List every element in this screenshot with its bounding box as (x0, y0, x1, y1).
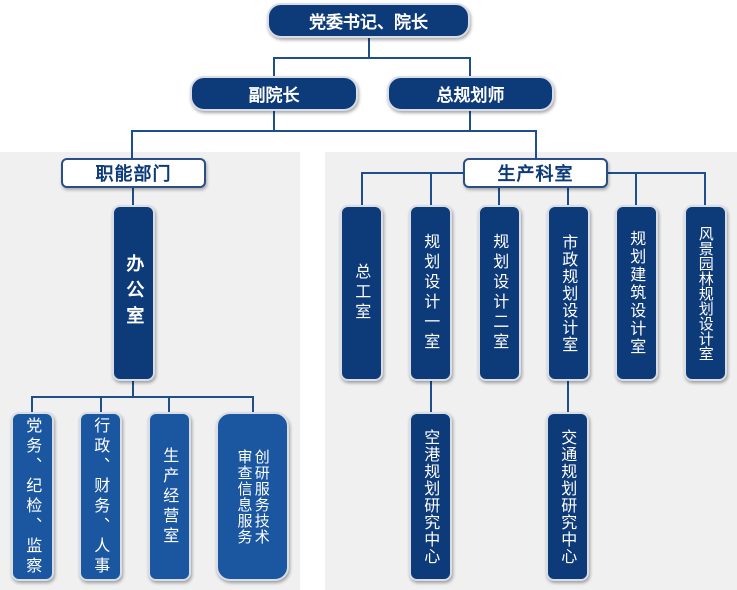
production-operations-box: 生产经营室 (148, 412, 191, 581)
unit-label: 风景园林规划设计室 (696, 225, 715, 361)
unit-label: 总工室 (352, 263, 372, 323)
connector (168, 396, 170, 412)
unit-label: 规划建筑设计室 (627, 230, 647, 356)
unit-label: 市政规划设计室 (559, 233, 579, 353)
connector (273, 57, 275, 76)
connector (131, 130, 133, 158)
connector (430, 380, 432, 412)
connector (273, 57, 471, 59)
connector (31, 396, 253, 398)
connector (535, 130, 537, 158)
unit-label: 规划设计一室 (421, 233, 441, 353)
landscape-design-box: 风景园林规划设计室 (684, 205, 727, 381)
planning-design-1-box: 规划设计一室 (409, 205, 452, 381)
unit-label: 创研服务技术审查信息服务 (235, 448, 271, 545)
connector (567, 380, 569, 412)
unit-label: 规划设计二室 (490, 233, 510, 353)
connector (635, 172, 637, 205)
airport-planning-center-box: 空港规划研究中心 (409, 412, 452, 581)
chief-engineer-office-box: 总工室 (340, 205, 383, 381)
chief-planner-box: 总规划师 (387, 76, 554, 111)
office-box: 办公室 (112, 205, 155, 381)
connector (368, 37, 370, 57)
production-departments-header: 生产科室 (463, 158, 608, 188)
research-services-box: 创研服务技术审查信息服务 (216, 412, 289, 581)
functional-departments-header: 职能部门 (61, 158, 206, 188)
connector (273, 110, 275, 130)
connector (252, 396, 254, 412)
connector (131, 130, 537, 132)
vice-president-box: 副院长 (190, 76, 358, 111)
connector (31, 396, 33, 412)
connector (132, 380, 134, 397)
connector (567, 187, 569, 205)
party-secretary-president-box: 党委书记、院长 (267, 3, 470, 38)
architecture-design-box: 规划建筑设计室 (615, 205, 658, 381)
connector (361, 172, 363, 205)
connector (430, 172, 432, 205)
municipal-planning-box: 市政规划设计室 (547, 205, 590, 381)
unit-label: 交通规划研究中心 (558, 428, 578, 565)
production-panel (325, 152, 737, 590)
unit-label: 党务、纪检、监察 (23, 416, 43, 577)
unit-label: 行政、财务、人事 (91, 416, 111, 577)
connector (498, 187, 500, 205)
connector (469, 110, 471, 130)
unit-label: 生产经营室 (160, 446, 180, 547)
connector (100, 396, 102, 412)
connector (132, 187, 134, 205)
unit-label: 空港规划研究中心 (421, 428, 441, 565)
admin-finance-hr-box: 行政、财务、人事 (79, 412, 122, 581)
transport-planning-center-box: 交通规划研究中心 (546, 412, 589, 581)
party-discipline-box: 党务、纪检、监察 (11, 412, 54, 581)
connector (704, 172, 706, 205)
office-label: 办公室 (123, 254, 145, 332)
planning-design-2-box: 规划设计二室 (478, 205, 521, 381)
connector (469, 57, 471, 76)
